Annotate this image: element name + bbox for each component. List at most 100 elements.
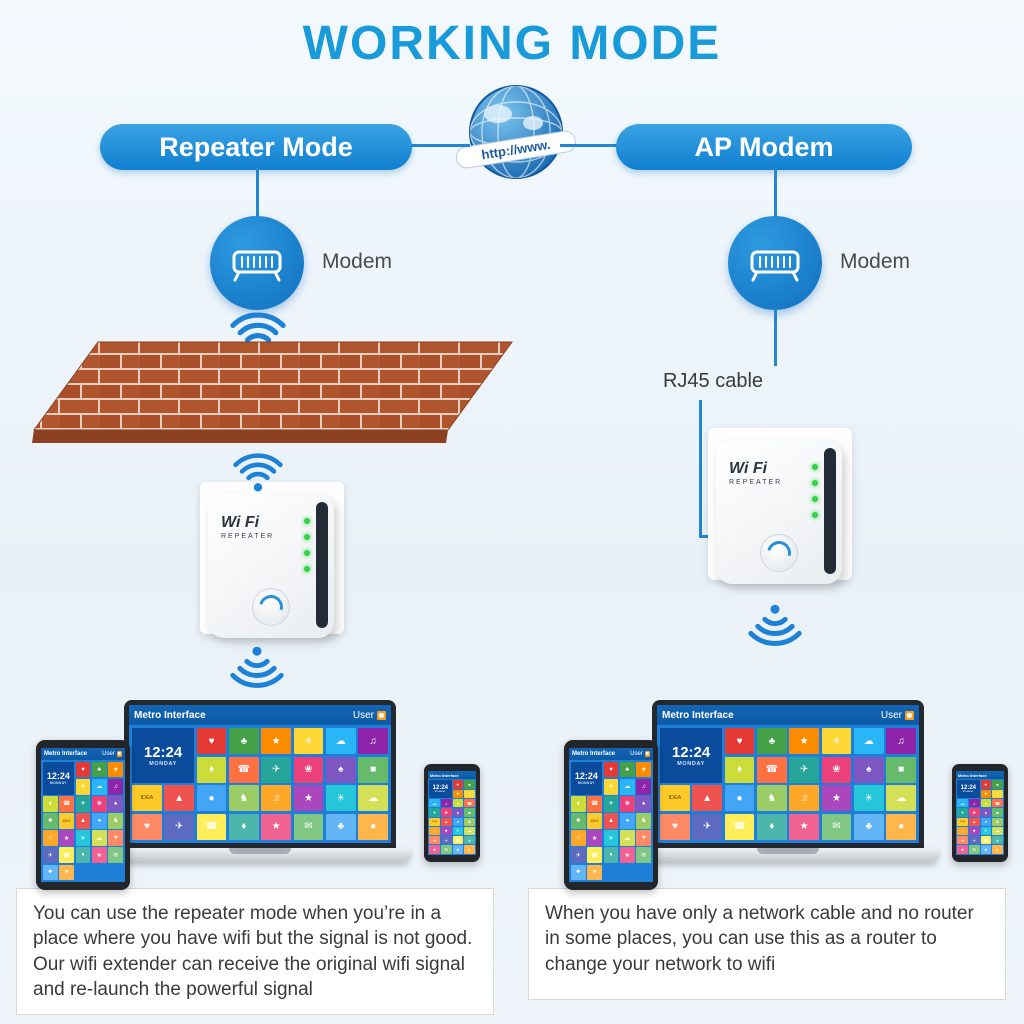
app-tile: ♦	[75, 847, 91, 864]
app-tile: ❀	[91, 796, 107, 812]
laptop-screen: Metro Interface User ☻ 12:24 MONDAY ♥♣★☀…	[124, 700, 396, 848]
app-tile: ♥	[603, 761, 619, 778]
app-tile: ●	[464, 845, 475, 854]
app-tile: ☁	[464, 826, 475, 836]
led-indicators	[304, 518, 310, 572]
app-tile: ▲	[164, 785, 195, 812]
app-tile: ☎	[452, 836, 464, 845]
brick-wall	[32, 341, 513, 443]
app-tile: ★	[91, 847, 107, 864]
app-tile: ✈	[789, 756, 820, 783]
connector-globe-right	[560, 144, 618, 147]
app-tile: ★	[59, 830, 75, 846]
app-tile: ●	[452, 817, 464, 826]
app-tile: ♣	[619, 761, 635, 778]
app-tile: ■	[886, 756, 916, 783]
rj45-cable-label: RJ45 cable	[662, 370, 764, 392]
led-indicator	[812, 512, 818, 518]
app-tile: ▲	[968, 817, 980, 826]
device-side-strip	[316, 502, 328, 628]
internet-globe-icon: http://www.	[456, 85, 576, 179]
app-tile: ●	[619, 813, 635, 829]
app-tile: ★	[261, 813, 292, 840]
app-tile: ★	[440, 826, 452, 836]
app-tile: ♥	[636, 830, 652, 846]
metro-screen: Metro Interface User ☻ 12:24 MONDAY ♥♣★☀…	[129, 705, 391, 843]
client-devices-left: Metro Interface User ☻ 12:24 MONDAY ♥♣★☀…	[28, 698, 480, 890]
app-tile: ●	[992, 845, 1003, 854]
app-tile: ♦	[724, 756, 755, 783]
app-tile: ♣	[756, 728, 787, 755]
app-tile: ●	[358, 813, 388, 840]
ap-modem-label: AP Modem	[694, 131, 834, 162]
app-tile: ●	[59, 864, 75, 881]
user-avatar: ☻	[644, 751, 651, 757]
app-tile: ♞	[228, 785, 259, 812]
app-tile: ✉	[636, 847, 652, 864]
led-indicator	[304, 566, 310, 572]
app-tile: ▲	[75, 813, 91, 829]
app-tile: ●	[196, 785, 227, 812]
app-tile: ♥	[132, 813, 162, 840]
app-tile: ♥	[108, 830, 124, 846]
app-tile: ♠	[108, 796, 124, 812]
app-tile: ♦	[452, 798, 464, 808]
laptop-device: Metro Interface User ☻ 12:24 MONDAY ♥♣★☀…	[109, 700, 411, 863]
clock-tile: 12:24 MONDAY	[132, 728, 195, 783]
repeater-brand: Wi Fi REPEATER	[221, 514, 275, 540]
app-tile: ♣	[452, 845, 464, 854]
cable-line	[699, 400, 702, 538]
app-tile: ☁	[91, 778, 107, 795]
app-tile: ★	[821, 785, 852, 812]
app-tile: ♦	[228, 813, 259, 840]
app-tile: ♥	[724, 728, 755, 755]
tablet-device: Metro Interface User ☻ 12:24 MONDAY ♥♣★☀…	[36, 740, 130, 890]
screen-header: Metro Interface User ☻	[569, 748, 653, 760]
app-tile: ♫	[570, 830, 586, 846]
tile-grid: 12:24 MONDAY ♥♣★☀☁♫♦☎✈❀♠■IDEA▲●♞♫★☀☁♥✈☎♦…	[129, 725, 391, 843]
user-avatar: ☻	[904, 710, 915, 720]
app-tile: ♥	[980, 780, 992, 789]
tile-grid: 12:24 MONDAY ♥♣★☀☁♫♦☎✈❀♠■IDEA▲●♞♫★☀☁♥✈☎♦…	[569, 760, 653, 882]
clock-tile: 12:24 MONDAY	[429, 780, 452, 798]
app-tile: ♦	[196, 756, 227, 783]
app-tile: ♠	[452, 808, 464, 817]
app-tile: ☀	[980, 826, 992, 836]
app-tile: ♫	[440, 798, 452, 808]
app-tile: ★	[619, 847, 635, 864]
app-tile: ☀	[293, 728, 324, 755]
app-tile: ☀	[464, 789, 475, 798]
app-tile: ✈	[164, 813, 195, 840]
app-tile: ●	[724, 785, 755, 812]
wifi-signal-icon	[748, 604, 802, 646]
app-tile: ●	[886, 813, 916, 840]
clock-tile: 12:24 MONDAY	[570, 761, 603, 795]
repeater-mode-label: Repeater Mode	[159, 131, 353, 162]
user-badge: User ☻	[352, 709, 387, 721]
description-ap-mode: When you have only a network cable and n…	[528, 888, 1006, 1000]
tile-grid: 12:24 MONDAY ♥♣★☀☁♫♦☎✈❀♠■IDEA▲●♞♫★☀☁♥✈☎♦…	[41, 760, 125, 882]
clock-tile: 12:24 MONDAY	[42, 761, 75, 795]
app-tile: ★	[293, 785, 324, 812]
app-tile: ★	[108, 761, 124, 778]
ap-modem-pill: AP Modem	[616, 124, 912, 170]
app-tile: ♠	[325, 756, 356, 783]
wifi-repeater-device-right: Wi Fi REPEATER	[700, 428, 860, 598]
metro-screen: Metro Interface User ☻ 12:24 MONDAY ♥♣★☀…	[657, 705, 919, 843]
app-tile: ✈	[42, 847, 58, 864]
app-tile: ☁	[992, 826, 1003, 836]
led-indicator	[304, 550, 310, 556]
app-tile: ☎	[724, 813, 755, 840]
modem-label-left: Modem	[322, 250, 393, 273]
metro-screen: Metro Interface 12:24 MONDAY ♥♣★☀☁♫♦☎✈❀♠…	[956, 771, 1004, 855]
screen-header: Metro Interface User ☻	[41, 748, 125, 760]
page-title: WORKING MODE	[302, 17, 722, 70]
smartphone-device: Metro Interface 12:24 MONDAY ♥♣★☀☁♫♦☎✈❀♠…	[424, 764, 480, 862]
app-tile: ■	[992, 808, 1003, 817]
app-tile: ♣	[853, 813, 884, 840]
app-tile: ♣	[570, 864, 586, 881]
app-tile: ♫	[957, 826, 968, 836]
wps-button	[760, 534, 798, 572]
app-tile: ❀	[440, 808, 452, 817]
